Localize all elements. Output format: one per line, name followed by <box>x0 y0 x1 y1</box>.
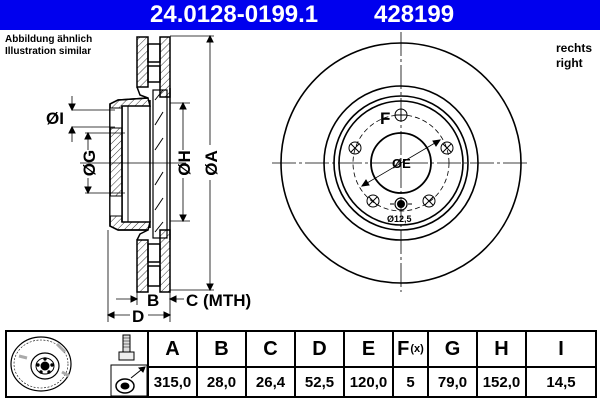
note-line-de: Abbildung ähnlich <box>5 34 93 45</box>
col-header-f-label: F <box>397 337 410 360</box>
label-dim-d: D <box>132 307 144 326</box>
cleaning-spray-icon <box>110 364 148 397</box>
col-header-b: B <box>196 332 245 368</box>
side-label: rechts right <box>556 41 592 71</box>
side-label-en: right <box>556 56 583 70</box>
col-header-f-suffix: (x) <box>410 343 424 355</box>
brake-disc-icon <box>10 336 72 392</box>
label-dim-a: ØA <box>202 150 221 176</box>
col-header-d: D <box>294 332 343 368</box>
label-bolt-count: F <box>380 109 390 128</box>
col-header-i: I <box>525 332 595 368</box>
label-dim-i: ØI <box>46 109 64 128</box>
technical-drawing: ØI ØG ØH ØA B C (MTH) D F Ø <box>46 32 530 326</box>
side-label-de: rechts <box>556 41 593 55</box>
product-image-cell <box>7 332 148 397</box>
label-dim-g: ØG <box>80 150 99 176</box>
label-dim-b: B <box>147 291 159 310</box>
value-a: 315,0 <box>147 368 196 396</box>
note-line-en: Illustration similar <box>5 46 92 57</box>
col-header-a: A <box>147 332 196 368</box>
article-code: 428199 <box>374 1 455 28</box>
title-bar: 24.0128-0199.1 428199 <box>0 0 600 30</box>
dimensions-table: A B C D E F(x) G H I 315,0 28,0 26,4 52,… <box>5 330 597 398</box>
front-view <box>272 32 530 292</box>
label-hole-diameter: Ø12,5 <box>387 214 412 224</box>
col-header-h: H <box>476 332 525 368</box>
label-dim-h: ØH <box>175 150 194 176</box>
col-header-g: G <box>427 332 476 368</box>
col-header-c: C <box>245 332 294 368</box>
value-b: 28,0 <box>196 368 245 396</box>
value-h: 152,0 <box>476 368 525 396</box>
col-header-e: E <box>343 332 392 368</box>
value-g: 79,0 <box>427 368 476 396</box>
value-i: 14,5 <box>525 368 595 396</box>
part-number: 24.0128-0199.1 <box>150 1 319 28</box>
value-e: 120,0 <box>343 368 392 396</box>
product-illustration <box>10 334 148 397</box>
value-d: 52,5 <box>294 368 343 396</box>
bolt-icon <box>118 334 135 361</box>
col-header-f: F(x) <box>392 332 427 368</box>
label-dim-c: C (MTH) <box>186 291 251 310</box>
cross-section-view <box>68 34 214 322</box>
illustration-note: Abbildung ähnlich Illustration similar <box>5 34 92 58</box>
label-pcd: ØE <box>392 156 411 171</box>
value-c: 26,4 <box>245 368 294 396</box>
value-f: 5 <box>392 368 427 396</box>
